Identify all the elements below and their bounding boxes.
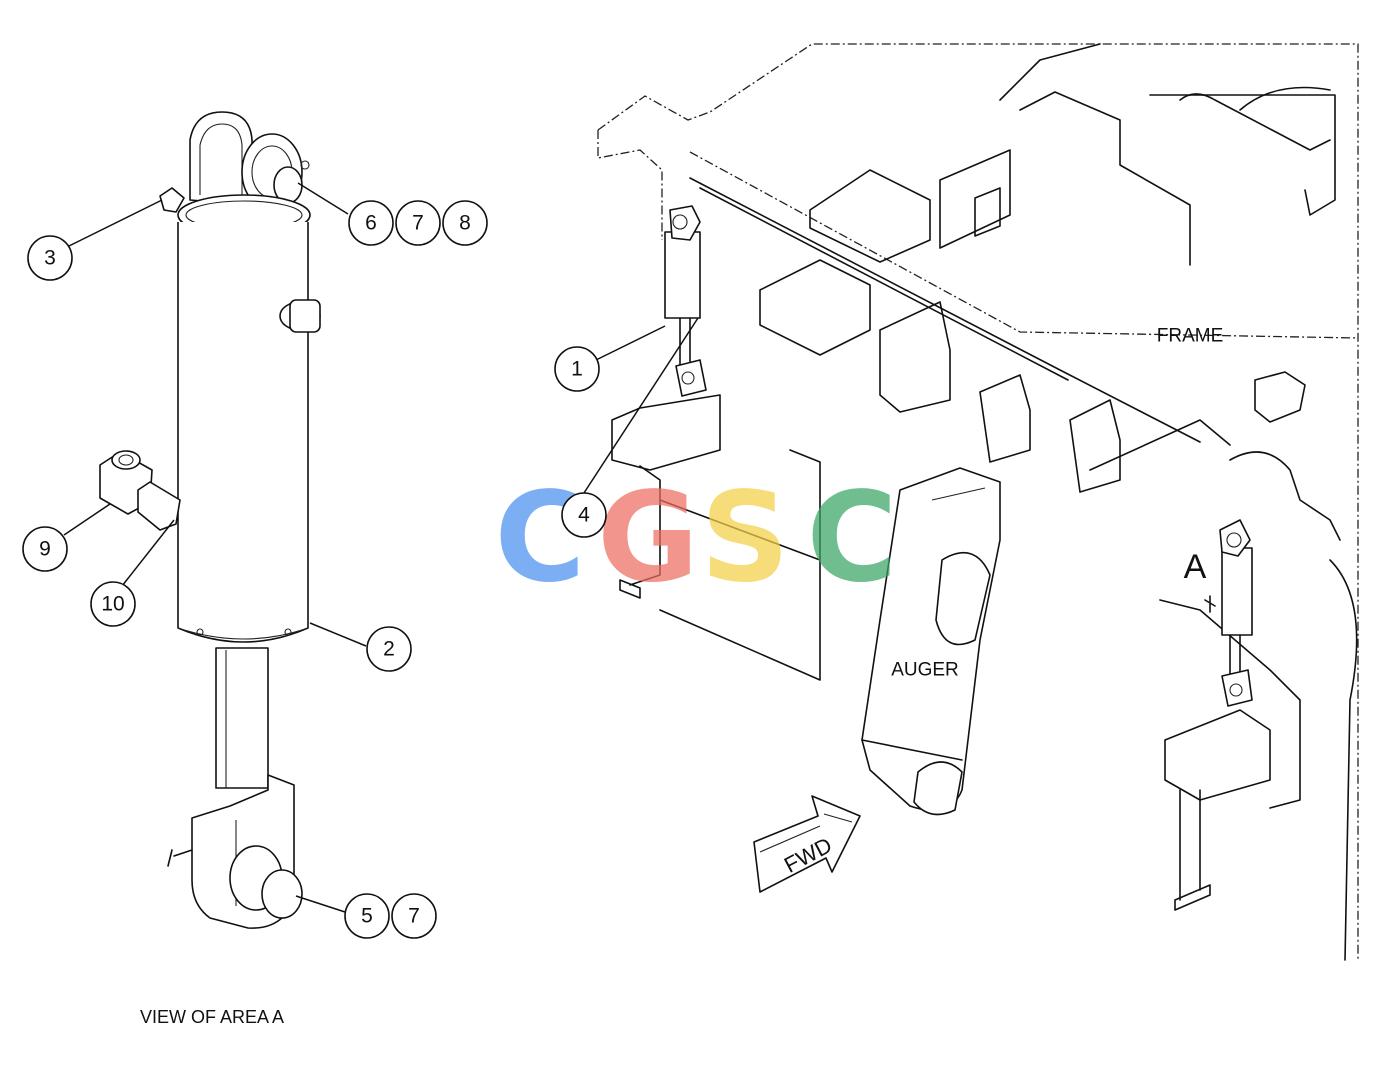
auger-label: AUGER xyxy=(891,660,959,681)
svg-text:6: 6 xyxy=(365,212,377,235)
cgsc-watermark: C G S C xyxy=(494,466,897,610)
callout-6: 6 xyxy=(348,200,394,246)
callout-5: 5 xyxy=(344,893,390,939)
callout-10: 10 xyxy=(90,581,136,627)
area-a-label: A xyxy=(1184,548,1207,586)
callout-9: 9 xyxy=(22,526,68,572)
watermark-letter-g: G xyxy=(597,466,699,610)
svg-text:5: 5 xyxy=(361,905,373,928)
leader-lines xyxy=(63,182,699,913)
watermark-letter-s: S xyxy=(700,466,789,610)
callout-2: 2 xyxy=(366,626,412,672)
svg-text:8: 8 xyxy=(459,212,471,235)
svg-text:4: 4 xyxy=(578,504,590,527)
view-caption: VIEW OF AREA A xyxy=(140,1007,284,1027)
svg-text:3: 3 xyxy=(44,247,56,270)
frame-label: FRAME xyxy=(1157,326,1224,347)
svg-text:2: 2 xyxy=(383,638,395,661)
callout-7-bottom: 7 xyxy=(391,893,437,939)
callout-4: 4 xyxy=(561,492,607,538)
watermark-letter-c2: C xyxy=(806,466,897,610)
auger-arm xyxy=(861,467,1001,816)
svg-text:10: 10 xyxy=(101,593,124,616)
svg-text:9: 9 xyxy=(39,538,51,561)
watermark-letter-c1: C xyxy=(494,466,585,610)
callout-1: 1 xyxy=(554,346,600,392)
callout-8: 8 xyxy=(442,200,488,246)
svg-text:7: 7 xyxy=(408,905,420,928)
svg-text:1: 1 xyxy=(571,358,583,381)
callout-3: 3 xyxy=(27,235,73,281)
cylinder-detail-view xyxy=(99,111,321,929)
svg-text:7: 7 xyxy=(412,212,424,235)
frame-assembly xyxy=(597,43,1359,961)
callout-7-top: 7 xyxy=(395,200,441,246)
forward-arrow xyxy=(753,795,861,893)
